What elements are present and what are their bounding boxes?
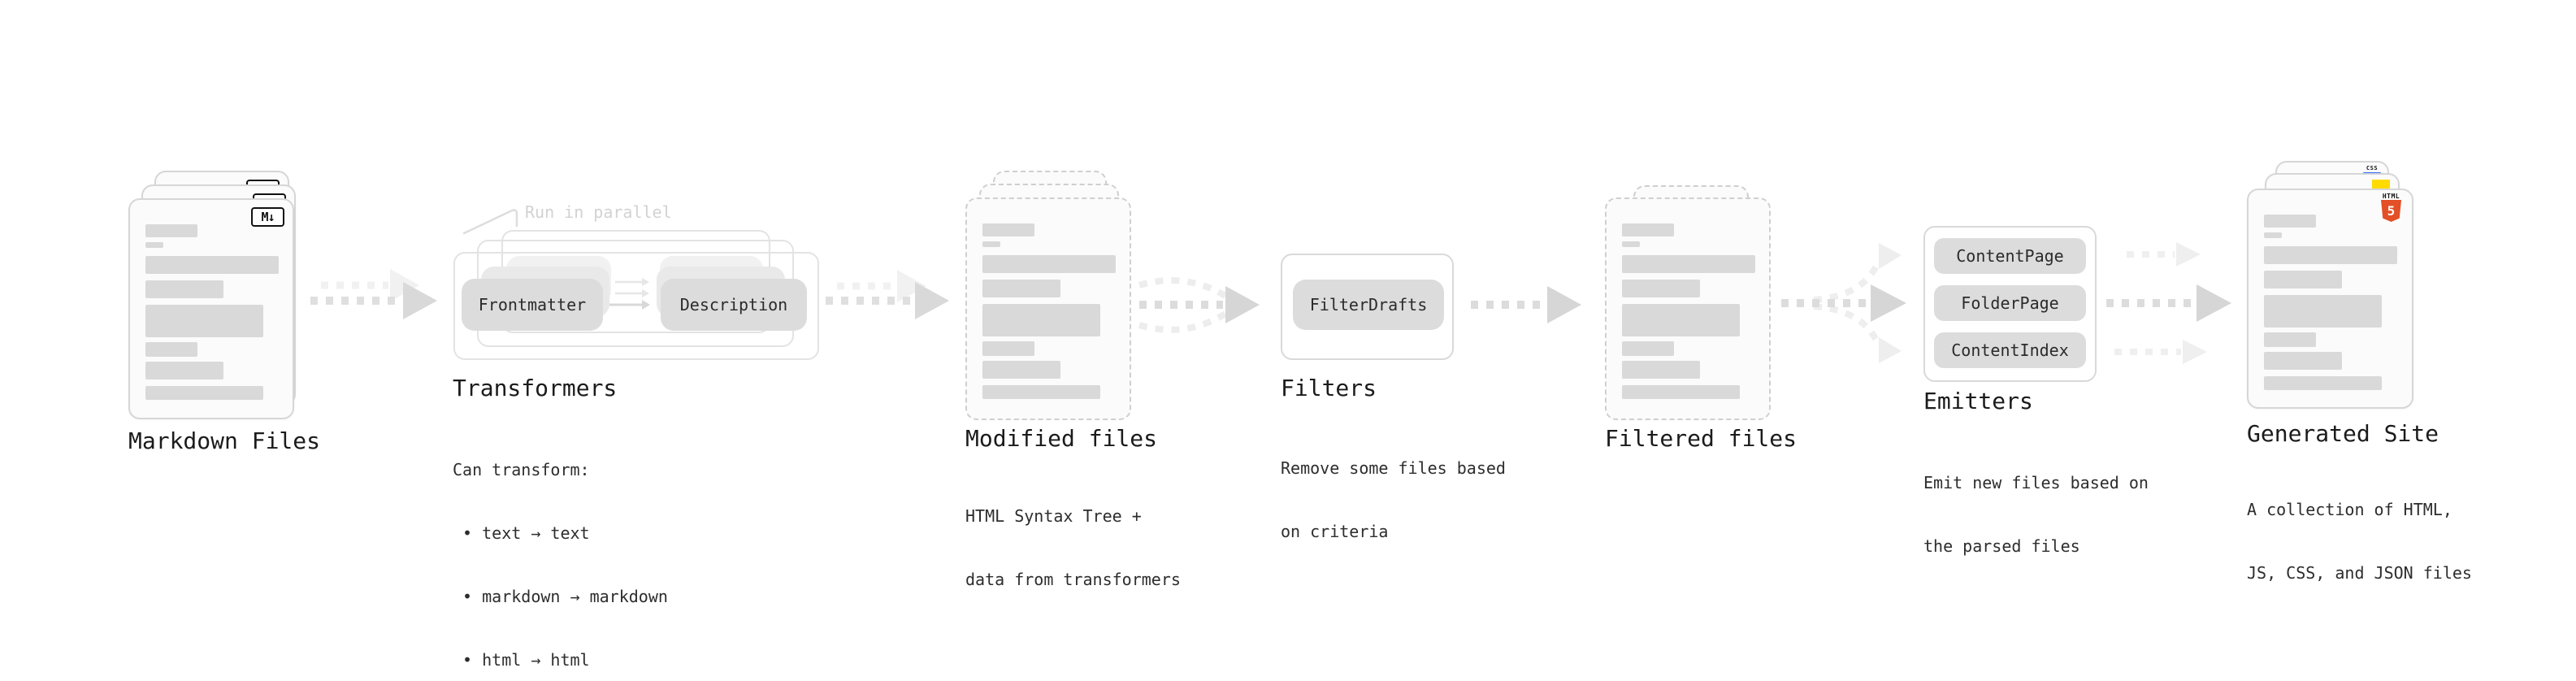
modified-files-caption: HTML Syntax Tree + data from transformer… [965, 506, 1181, 589]
arrow-emitters-to-generated [2106, 242, 2231, 364]
html5-icon: HTML 5 [2380, 193, 2402, 222]
frontmatter-node: Frontmatter [462, 279, 603, 331]
filtered-files-title: Filtered files [1605, 425, 1798, 452]
generated-file-card-front: HTML 5 [2247, 189, 2413, 409]
filters-caption: Remove some files based on criteria [1281, 458, 1506, 541]
contentindex-node: ContentIndex [1934, 332, 2086, 368]
transformers-title: Transformers [453, 375, 618, 401]
emitters-title: Emitters [1923, 388, 2033, 414]
contentpage-node: ContentPage [1934, 238, 2086, 274]
folderpage-node: FolderPage [1934, 285, 2086, 321]
arrow-modified-to-filters [1138, 277, 1260, 333]
markdown-files-title: Markdown Files [128, 427, 321, 454]
arrow-markdown-to-transformers [310, 269, 437, 319]
description-node: Description [661, 279, 807, 331]
filters-title: Filters [1281, 375, 1377, 401]
markdown-file-card-front: M↓ [128, 198, 294, 419]
arrow-filters-to-filtered [1471, 286, 1581, 323]
transformer-step-arrows [609, 278, 650, 310]
javascript-icon [2372, 180, 2390, 190]
run-in-parallel-leader-line [462, 209, 518, 235]
arrow-transformers-to-modified [826, 270, 949, 319]
run-in-parallel-annotation: Run in parallel [525, 202, 672, 222]
modified-file-card-front [965, 197, 1131, 420]
transformer-group-front [453, 252, 819, 360]
markdown-icon: M↓ [251, 207, 284, 227]
filtered-file-card-front [1605, 197, 1771, 420]
generated-site-title: Generated Site [2247, 420, 2439, 447]
filterdrafts-node: FilterDrafts [1293, 280, 1444, 330]
generated-site-caption: A collection of HTML, JS, CSS, and JSON … [2247, 500, 2472, 583]
emitters-caption: Emit new files based on the parsed files [1923, 473, 2149, 556]
transformers-caption: Can transform: • text → text • markdown … [453, 460, 668, 670]
arrow-filtered-to-emitters [1781, 243, 1906, 363]
modified-files-title: Modified files [965, 425, 1158, 452]
